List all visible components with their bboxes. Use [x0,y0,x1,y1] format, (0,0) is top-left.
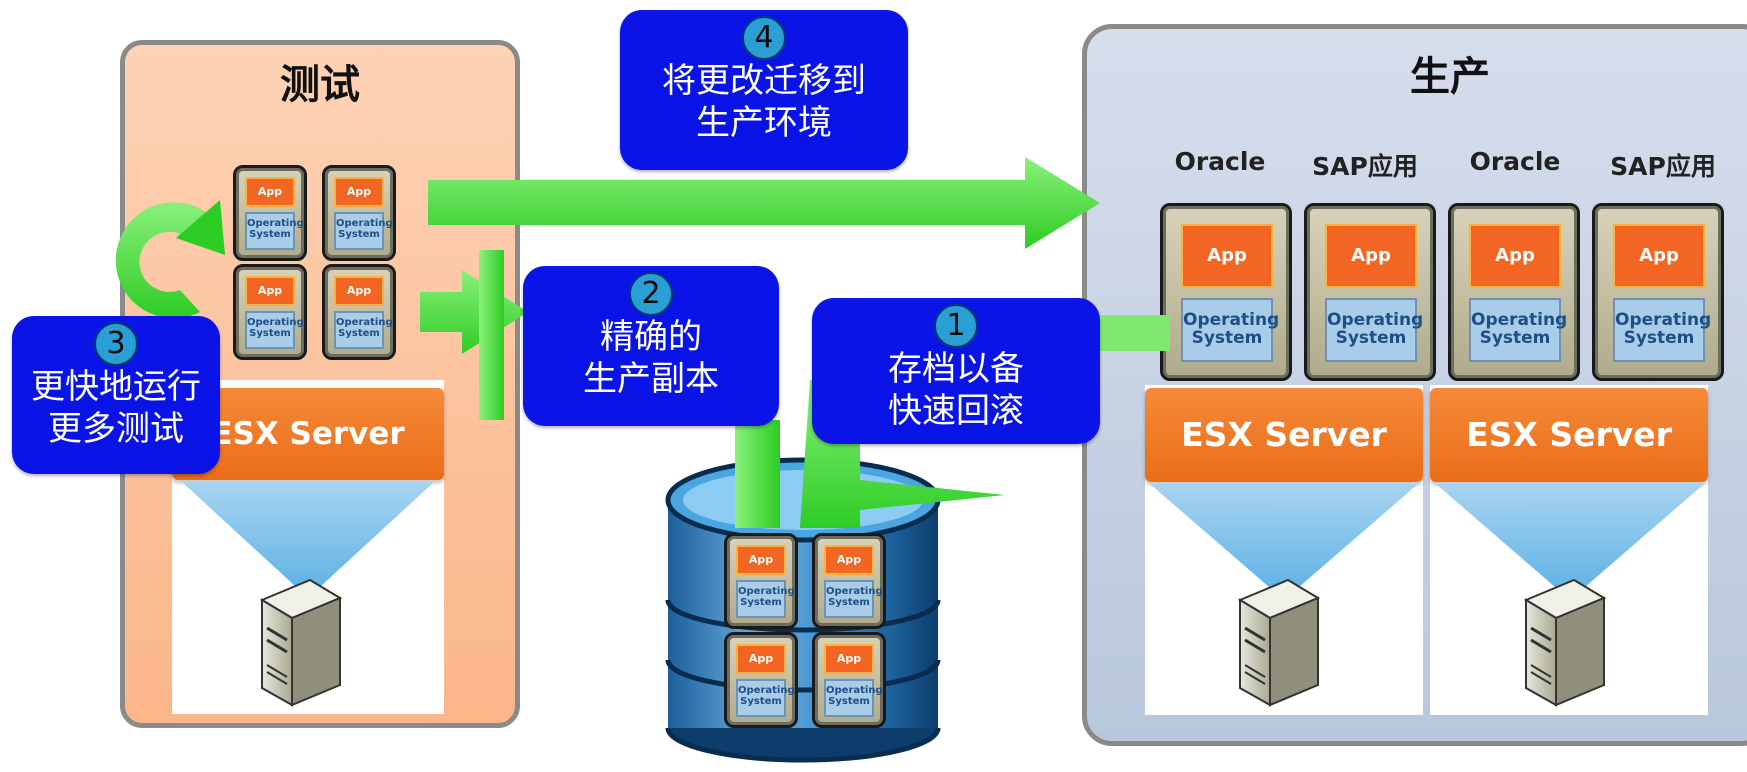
app-block: App [334,276,384,306]
server-tower-icon [1523,578,1607,707]
callout-step-3: 3 更快地运行 更多测试 [12,316,220,474]
step-number-badge: 2 [629,272,673,316]
app-block: App [245,177,295,207]
callout-step-1: 1 存档以备 快速回滚 [812,298,1100,444]
callout-line-1: 将更改迁移到 [662,61,866,101]
callout-step-2: 2 精确的 生产副本 [523,266,779,426]
app-block: App [1469,224,1561,288]
arrow-from-production-stem [1100,315,1170,351]
column-label-oracle-2: Oracle [1469,147,1561,176]
arrow-copy-to-test-head [420,270,528,354]
app-block: App [1613,224,1705,288]
callout-line-1: 存档以备 [888,349,1024,389]
callout-line-2: 更多测试 [48,409,184,449]
server-tower-icon [259,578,343,707]
callout-line-2: 生产副本 [583,359,719,399]
callout-line-2: 快速回滚 [888,391,1024,431]
column-label-sap-1: SAP应用 [1312,152,1418,181]
step-number-badge: 4 [742,16,786,60]
step-number-badge: 1 [934,304,978,348]
arrow-copy-to-test-stem [479,250,504,420]
app-block: App [736,545,786,575]
callout-line-1: 精确的 [600,317,702,357]
prod-cone-1 [1150,484,1418,600]
app-block: App [1325,224,1417,288]
server-tower-icon [1237,578,1321,707]
app-block: App [824,644,874,674]
prod-esx-server-bar-2: ESX Server [1430,388,1708,482]
callout-step-4: 4 将更改迁移到 生产环境 [620,10,908,170]
column-label-sap-2: SAP应用 [1610,152,1716,181]
prod-esx-server-bar-1: ESX Server [1145,388,1423,482]
app-block: App [824,545,874,575]
column-label-oracle-1: Oracle [1174,147,1266,176]
test-panel-title: 测试 [280,62,360,108]
app-block: App [736,644,786,674]
app-block: App [334,177,384,207]
callout-line-2: 生产环境 [696,103,832,143]
test-cone [182,482,434,598]
callout-line-1: 更快地运行 [31,367,201,407]
refresh-cycle-icon [115,200,225,319]
step-number-badge: 3 [94,322,138,366]
arrow-db-to-copy [735,420,780,528]
arrow-to-production [428,157,1100,249]
prod-cone-2 [1436,484,1704,600]
app-block: App [1181,224,1273,288]
production-panel-title: 生产 [1410,54,1490,100]
app-block: App [245,276,295,306]
